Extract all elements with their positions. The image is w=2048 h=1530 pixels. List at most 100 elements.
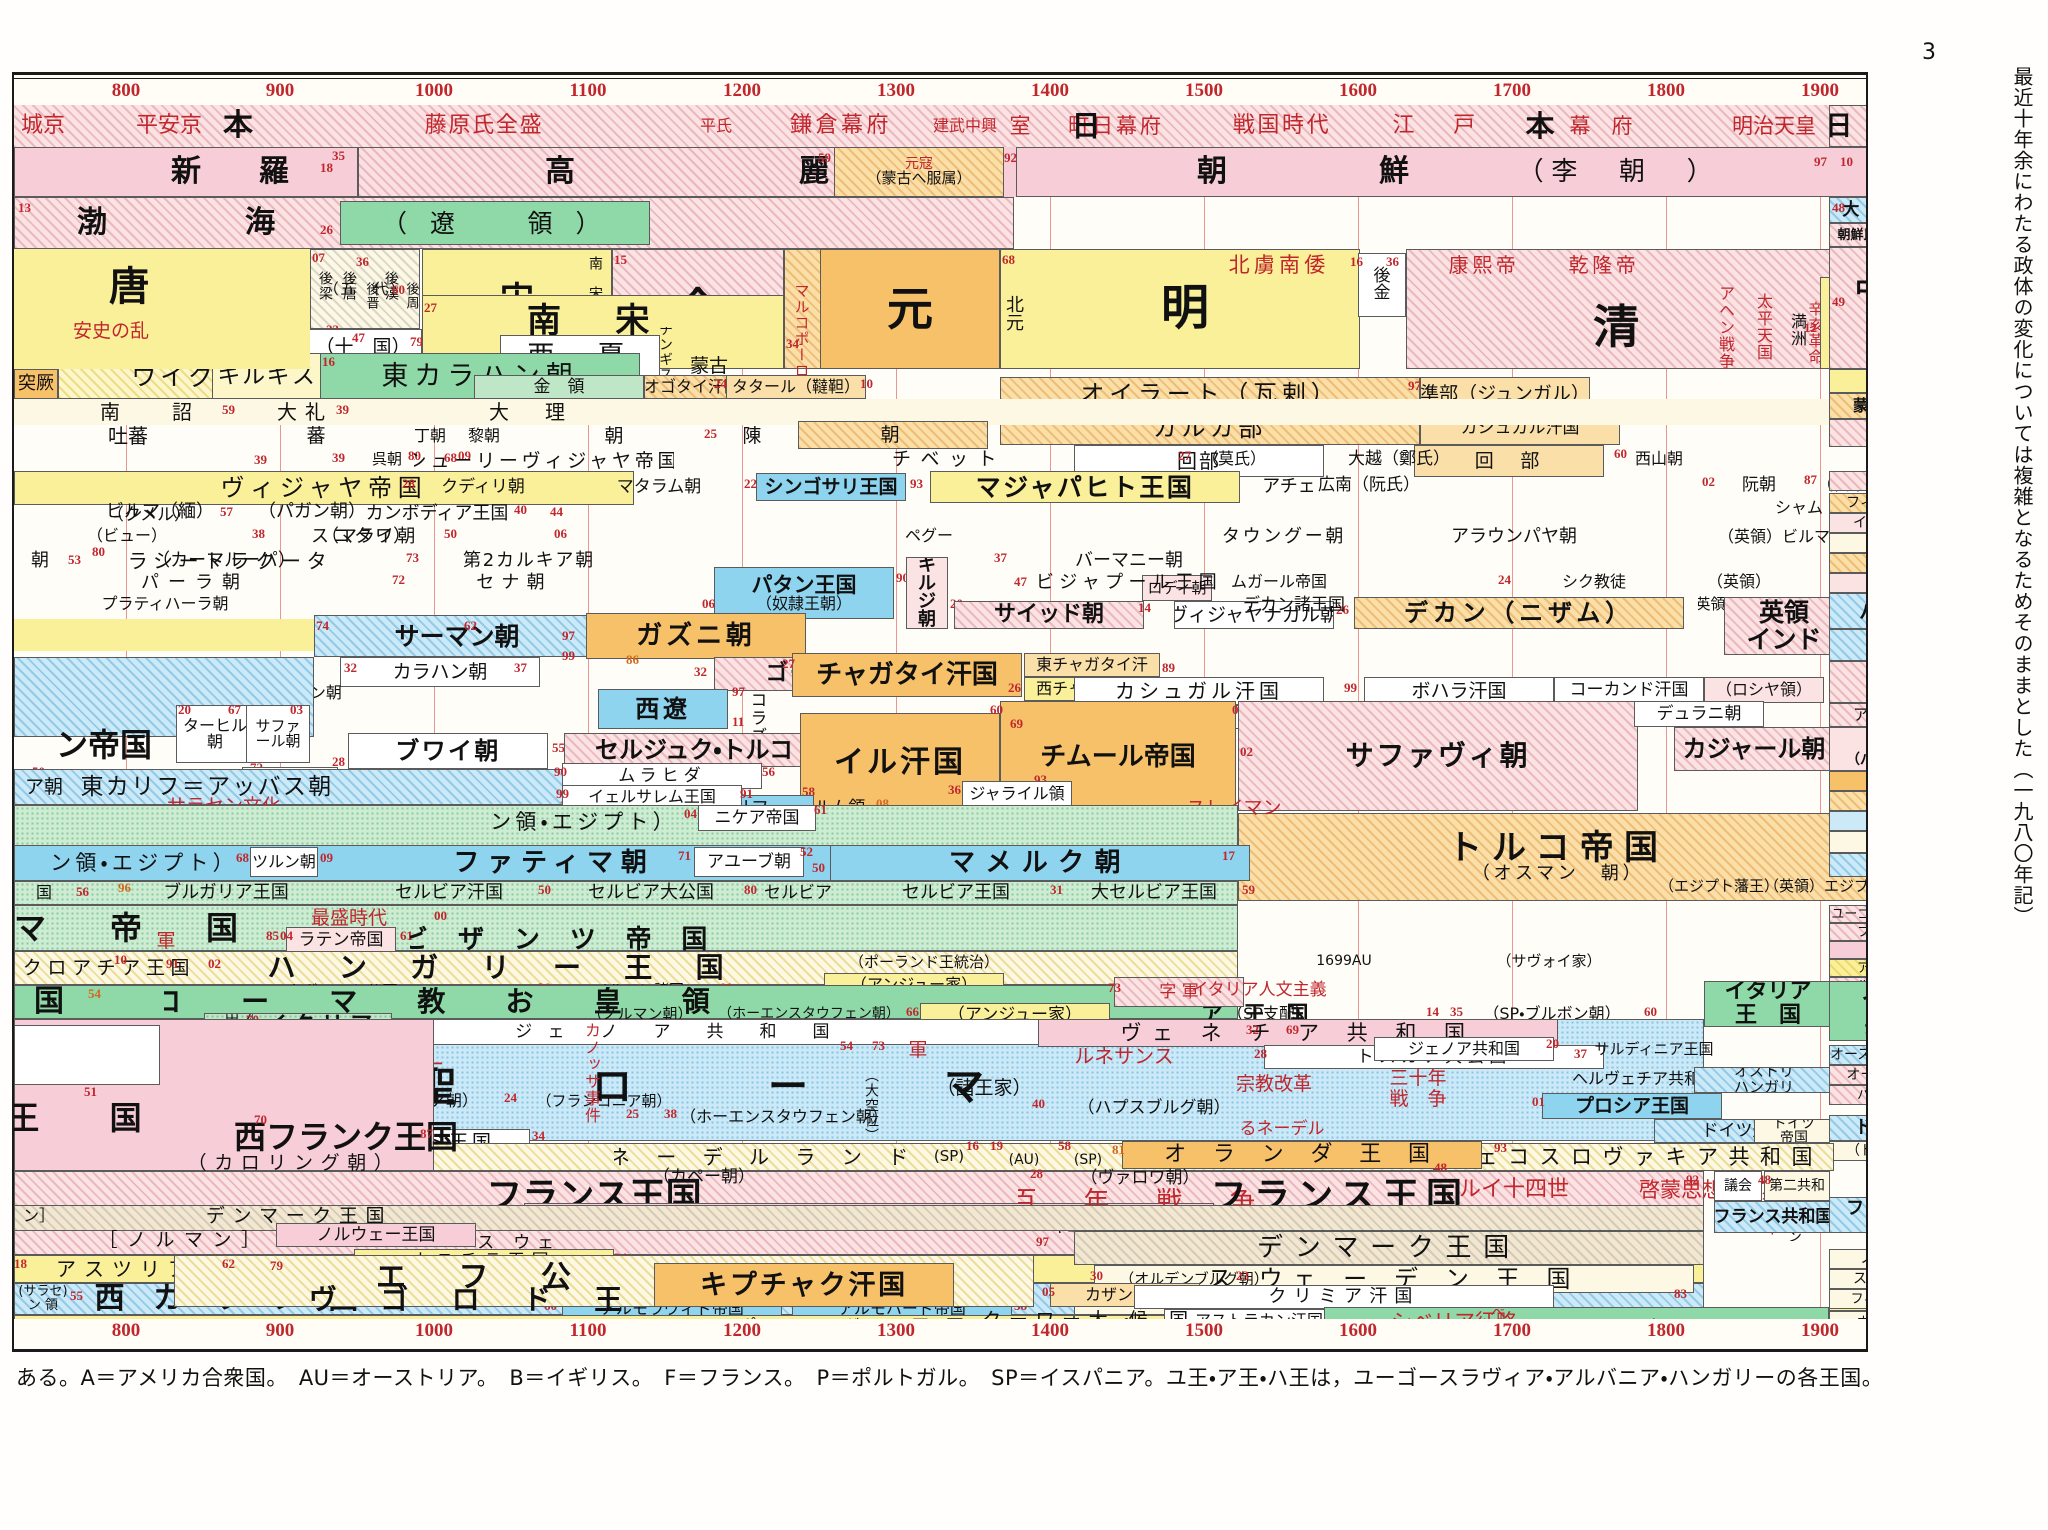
- rus-russia-empire: ロ シ ア: [1514, 1311, 1814, 1319]
- nor-oldenburg: （オルデンブルグ朝）: [1119, 1269, 1269, 1288]
- axis-tick-top-0: 800: [111, 80, 141, 101]
- ind-british-india-2: インド: [1746, 625, 1822, 654]
- japan-nihonkoku: 日 本 国: [1829, 105, 1866, 147]
- hun-poland-rule: （ポーランド王統治）: [848, 952, 999, 971]
- row-nanzhao: [14, 399, 1829, 425]
- se-le-dynasty: 朝: [798, 421, 988, 449]
- se-le: 黎朝: [467, 426, 500, 445]
- ib-portugal-kingdom: ポ ル ト ガ ル 王 国: [714, 1315, 994, 1320]
- indo-majapahit: マジャパヒト王国: [930, 471, 1240, 503]
- china-hokuryo-nanwa: 北虜南倭: [1228, 252, 1330, 277]
- balkan-band: [14, 881, 1238, 905]
- hre-gun: 軍: [908, 1038, 928, 1061]
- fr-carolingian: （カロリング朝）: [187, 1151, 401, 1174]
- fr-third-republic: フランス共和国: [1714, 1201, 1832, 1233]
- hre-swiss: チェコスロヴァキア共和国: [1434, 1143, 1834, 1171]
- axis-tick-top-8: 1600: [1339, 80, 1377, 101]
- rus-novgorod: ノ ヴ ゴ ロ ド 王 国: [294, 1285, 654, 1315]
- ind-bijapur: デカン諸王国: [1243, 594, 1345, 615]
- korea-rok: 大 韓 民 国: [1829, 197, 1866, 223]
- bal-albania: アルバニア共和国: [1829, 959, 1866, 977]
- china-qianlong: 乾隆帝: [1568, 253, 1640, 277]
- korea-silla: 新: [14, 147, 358, 197]
- hre-hohenstaufen: （ホーエンスタウフェン朝）: [680, 1107, 888, 1126]
- china-bohai-2: 海: [245, 205, 275, 240]
- fr-white-box: [14, 1025, 160, 1085]
- japan-taira: 平氏: [699, 116, 732, 136]
- china-later-jin-1: 後: [1373, 266, 1391, 286]
- ind-year-37: 37: [994, 550, 1007, 565]
- rus-crimea: クリミア汗国: [1134, 1285, 1554, 1309]
- indo-taungoo: タウングー朝: [1221, 526, 1347, 547]
- byz-roman-empire: マ 帝 国: [14, 909, 254, 947]
- axis-tick-bottom-3: 1100: [569, 1320, 607, 1341]
- byz-gun: 軍: [156, 929, 176, 952]
- hre-german-republic: ドイツ共和国: [1829, 1115, 1866, 1141]
- ib-saracen: (サラセ)ン 領: [14, 1281, 72, 1317]
- hre-third-reich: （ドイツ第三帝国）: [1829, 1141, 1866, 1161]
- byz-empire-band: [14, 905, 1238, 951]
- balkan-serbia-khan: セルビア汗国: [395, 882, 503, 903]
- japan-heijokyo: 城京: [21, 113, 66, 138]
- japan-muromachi-bakufu: 町日幕府: [1068, 113, 1164, 138]
- hre-canossa: カノッサ事件: [582, 1023, 601, 1123]
- ind-khilji-3: ジ: [918, 591, 936, 612]
- ind-deccan-nizam: シク教徒: [1561, 572, 1626, 591]
- ind-india-union: パキスタン: [1829, 593, 1866, 629]
- indo-year-06: 06: [554, 526, 567, 541]
- gridline-1000: [434, 105, 435, 1319]
- china-bohai-1: 渤: [77, 205, 107, 240]
- hre-austria-rep: オーストリア・ハンガリー: [1829, 1045, 1866, 1065]
- china-north-yuan-2: 元: [1006, 313, 1024, 334]
- inner-huibu: 回 部: [1414, 445, 1604, 477]
- se-dinh: 丁朝: [413, 426, 446, 445]
- axis-tick-bottom-7: 1500: [1185, 1320, 1223, 1341]
- ca-karakhanid: カラハン朝: [340, 657, 540, 687]
- byz-east-roman: ン領・エジプト）: [490, 809, 678, 834]
- japan-kamakura: 鎌倉幕府: [789, 113, 893, 138]
- hre-label: 神 聖 ロ ー マ 帝: [414, 1064, 1034, 1110]
- fr-valois: （ヴァロワ朝）: [1080, 1167, 1200, 1188]
- hre-interregnum: （大空位）: [863, 1067, 879, 1143]
- hre-helvetia: ヘルヴェチア共和国: [1571, 1069, 1716, 1088]
- history-timeline-chart: 800 900 1000 1100 1200 1300 1400 1500 16…: [12, 72, 1868, 1352]
- nor-norway-mod: ノルウェー王国: [1829, 1249, 1866, 1269]
- isl-egypt-vassal: （エジプト藩王）: [1658, 876, 1779, 895]
- korea-genkou-label: 元寇: [905, 155, 933, 172]
- ind-slave-dynasty: （奴隷王朝）: [755, 593, 852, 613]
- bal-greece: ギリシア: [1829, 941, 1866, 959]
- ind-cho: 朝: [31, 550, 49, 571]
- it-year-14: 14: [1426, 1004, 1439, 1019]
- se-nanzhao: 南 詔: [100, 400, 208, 424]
- rus-peter: ペートル: [1486, 1309, 1506, 1319]
- ca-ghaznavid: ガズニ朝: [586, 613, 806, 659]
- balkan-kingdom: 国: [35, 883, 52, 902]
- inner-jin-territory: オゴタイ汗国: [644, 375, 740, 399]
- bal-yugoslavia: ユーゴースラヴィア共和国: [1829, 905, 1866, 923]
- it-italian-humanism: イタリア人文主義: [1191, 979, 1327, 1000]
- hre-30yw-1: 三十年: [1389, 1066, 1447, 1089]
- indo-cambodia: カンボディア王国: [365, 503, 509, 524]
- korea-yi-dynasty: （李 朝 ）: [1517, 157, 1721, 187]
- ind-patan-kingdom: パタン王国 （奴隷王朝）: [714, 567, 894, 619]
- axis-tick-top-3: 1100: [569, 80, 607, 101]
- se-dali-great: 大礼: [277, 400, 333, 424]
- isl-murabit: ムラヒダ: [562, 763, 762, 789]
- axis-bottom: 800 900 1000 1100 1200 1300 1400 1500 16…: [14, 1318, 1866, 1345]
- hre-thirty-years-war: 三十年戦 争: [1368, 1065, 1468, 1113]
- ib-portugal-rep: ポルトガル共和国: [1829, 1311, 1866, 1319]
- ca-year-32: 32: [694, 664, 707, 679]
- indo-kediri: クディリ朝: [441, 476, 525, 497]
- japan-edo: 江 戸: [1392, 113, 1484, 138]
- fr-second-republic: 第二共和: [1764, 1171, 1830, 1201]
- se-tubo: 吐蕃: [108, 424, 148, 448]
- china-ming-label: 明: [1161, 280, 1210, 336]
- ind-british-india-1: 英領: [1758, 597, 1809, 627]
- hre-ge-2: 帝国: [1780, 1130, 1808, 1143]
- ind-british-india: 英領インド: [1724, 597, 1844, 655]
- axis-tick-bottom-4: 1200: [723, 1320, 761, 1341]
- se-ngo: 呉朝: [371, 449, 402, 468]
- axis-tick-bottom-8: 1600: [1339, 1320, 1377, 1341]
- byz-latin-empire: ラテン帝国: [286, 927, 396, 953]
- isl-cho: ア朝: [24, 775, 63, 798]
